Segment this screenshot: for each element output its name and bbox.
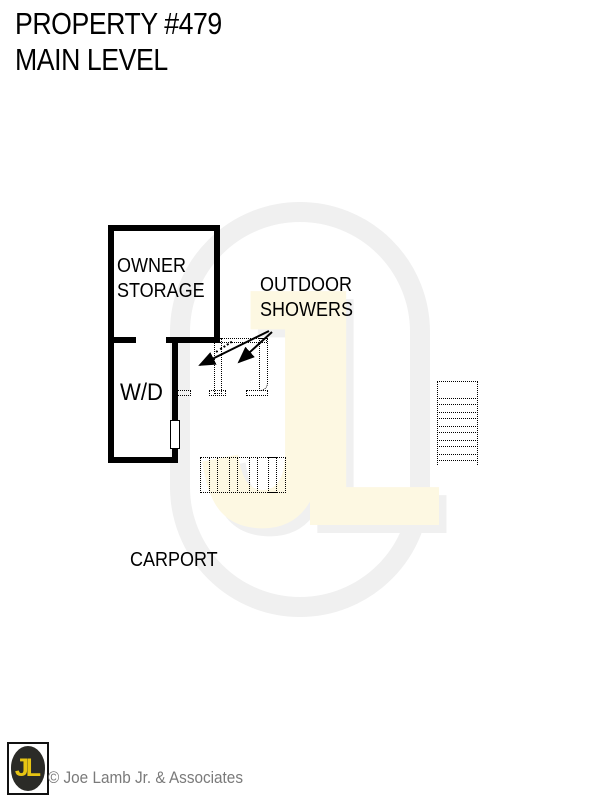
outdoor-showers-label: OUTDOOR SHOWERS (260, 273, 353, 323)
jl-logo: JL (7, 742, 49, 795)
shower-partition-foot (209, 390, 226, 396)
carport-steps (200, 457, 286, 493)
outdoor-showers-label-line1: OUTDOOR (260, 274, 352, 296)
storage-door-opening (136, 337, 166, 343)
stair-rung (437, 398, 478, 405)
wd-wall-stub (175, 390, 191, 396)
step-rung (268, 457, 277, 493)
jl-logo-text: JL (14, 754, 41, 782)
property-number-title: PROPERTY #479 (15, 6, 222, 41)
shower-right-wall (259, 338, 268, 391)
carport-label: CARPORT (130, 549, 218, 571)
owner-storage-label-line2: STORAGE (117, 280, 205, 302)
outdoor-showers-label-line2: SHOWERS (260, 299, 354, 321)
wd-label: W/D (120, 379, 163, 406)
stair-rung (437, 426, 478, 433)
stair-rung (437, 412, 478, 419)
shower-partition-wall (214, 338, 222, 394)
step-rung (249, 457, 258, 493)
side-stairs (437, 381, 478, 465)
wd-room-door (170, 420, 180, 449)
stair-rung (437, 440, 478, 447)
page-title: PROPERTY #479 MAIN LEVEL (15, 6, 222, 78)
jl-watermark-letters: JL (198, 218, 446, 598)
step-rung (209, 457, 218, 493)
step-rung (229, 457, 238, 493)
shower-right-foot (246, 390, 268, 396)
level-title: MAIN LEVEL (15, 42, 168, 77)
owner-storage-label: OWNER STORAGE (117, 254, 205, 304)
jl-logo-oval: JL (11, 746, 45, 791)
copyright-text: © Joe Lamb Jr. & Associates (48, 768, 243, 787)
owner-storage-label-line1: OWNER (117, 255, 187, 277)
stair-rung (437, 454, 478, 461)
